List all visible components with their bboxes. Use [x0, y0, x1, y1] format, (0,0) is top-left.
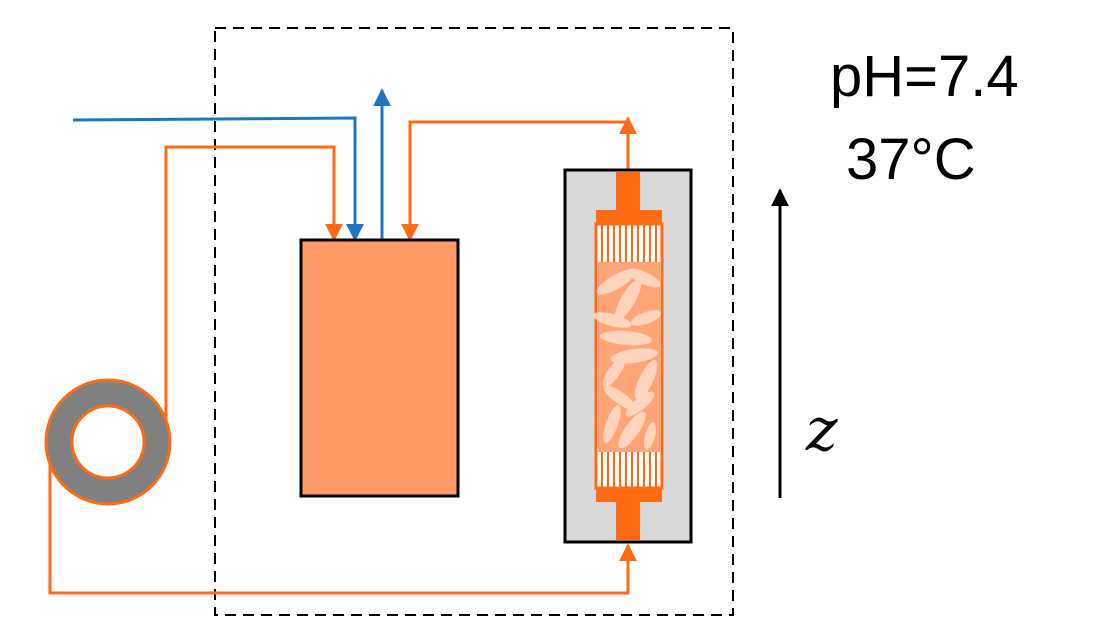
- z-axis-label: z: [806, 395, 838, 465]
- pump-ring-inner-edge: [70, 404, 146, 480]
- column-bottom-stem: [616, 496, 640, 540]
- ph-label: pH=7.4: [830, 44, 1019, 109]
- reservoir: [299, 238, 460, 498]
- dashed-enclosure: [214, 27, 734, 616]
- column-bottom-cap: [596, 488, 662, 502]
- column-top-stem: [616, 172, 640, 214]
- column-top-frit: [601, 224, 657, 262]
- column-top-cap: [596, 210, 662, 224]
- pump-to-reservoir-line: [164, 145, 343, 440]
- pump-to-column-line: [48, 450, 637, 595]
- column-bottom-frit: [601, 452, 657, 488]
- column-particles: [592, 268, 662, 450]
- pump-ring-outer-edge: [44, 378, 172, 506]
- temperature-label: 37°C: [846, 127, 976, 192]
- blue-inlet-line: [72, 116, 364, 242]
- pump-ring: [46, 380, 170, 504]
